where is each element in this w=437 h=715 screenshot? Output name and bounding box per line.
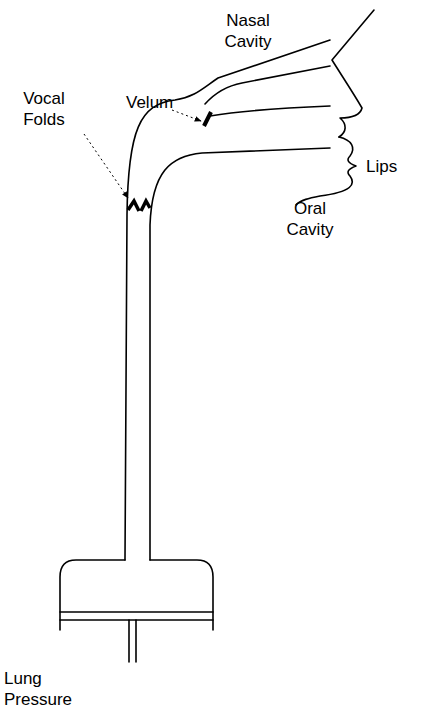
- vocal-folds-label: Vocal Folds: [12, 88, 76, 130]
- lips-label: Lips: [366, 156, 416, 177]
- piston: [60, 612, 213, 620]
- pharynx-back-wall: [125, 40, 330, 560]
- lung-pressure-label: Lung Pressure: [4, 668, 88, 710]
- oral-roof: [210, 106, 330, 116]
- nasal-floor: [205, 66, 330, 104]
- vocal-folds: [128, 201, 150, 211]
- oral-cavity-label: Oral Cavity: [278, 198, 342, 240]
- velum: [204, 112, 211, 126]
- nasal-cavity-label: Nasal Cavity: [214, 10, 282, 52]
- piston-rod: [129, 620, 136, 662]
- velum-leader: [172, 110, 201, 121]
- velum-label: Velum: [126, 92, 186, 113]
- lips-brace: [296, 137, 356, 205]
- vocal-folds-leader: [84, 134, 128, 198]
- face-profile: [332, 10, 374, 137]
